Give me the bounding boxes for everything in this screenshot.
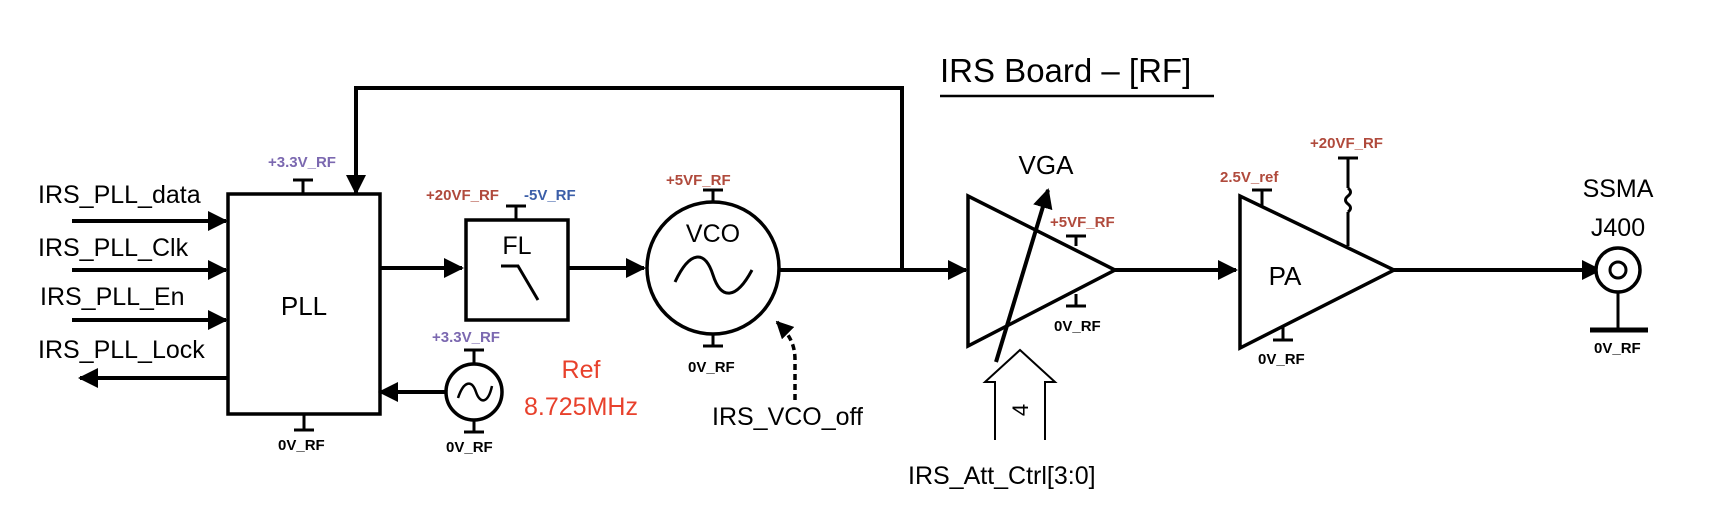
pa-label: PA bbox=[1269, 261, 1302, 291]
pa-gnd-label: 0V_RF bbox=[1258, 351, 1305, 368]
att-ctrl-bus-arrow bbox=[982, 348, 1058, 440]
pa-block bbox=[1238, 193, 1398, 351]
output-label-lock: IRS_PLL_Lock bbox=[38, 336, 205, 364]
vga-supply-label: +5VF_RF bbox=[1050, 214, 1115, 231]
pll-supply-label: +3.3V_RF bbox=[268, 154, 336, 171]
lowpass-icon bbox=[501, 264, 540, 301]
pll-gnd-label: 0V_RF bbox=[278, 437, 325, 454]
diagram-title: IRS Board – [RF] bbox=[940, 52, 1191, 89]
input-label-data: IRS_PLL_data bbox=[38, 181, 201, 209]
variable-gain-arrow bbox=[994, 188, 1053, 363]
input-label-en: IRS_PLL_En bbox=[40, 283, 185, 311]
ref-gnd-label: 0V_RF bbox=[446, 439, 493, 456]
ref-sine-icon bbox=[456, 382, 494, 402]
ref-frequency-label: 8.725MHz bbox=[524, 393, 638, 421]
input-label-clk: IRS_PLL_Clk bbox=[38, 234, 189, 262]
filter-label: FL bbox=[502, 232, 531, 260]
pa-ref-label: 2.5V_ref bbox=[1220, 169, 1279, 186]
vco-sine-icon bbox=[673, 255, 754, 295]
ref-label: Ref bbox=[562, 356, 601, 384]
ref-oscillator bbox=[444, 362, 504, 422]
ssma-connector-center bbox=[1608, 260, 1628, 280]
pll-label: PLL bbox=[281, 291, 327, 321]
vco-supply-label: +5VF_RF bbox=[666, 172, 731, 189]
vga-label: VGA bbox=[1019, 150, 1075, 180]
pa-supply-label: +20VF_RF bbox=[1310, 135, 1383, 152]
vco-label: VCO bbox=[686, 220, 740, 248]
feedback-loop bbox=[346, 86, 904, 270]
connector-gnd-label: 0V_RF bbox=[1594, 340, 1641, 357]
vco-off-label: IRS_VCO_off bbox=[712, 403, 863, 431]
vga-gnd-label: 0V_RF bbox=[1054, 318, 1101, 335]
ref-supply-label: +3.3V_RF bbox=[432, 329, 500, 346]
vga-block bbox=[966, 193, 1119, 349]
vco-gnd-label: 0V_RF bbox=[688, 359, 735, 376]
vco-off-control-arrow bbox=[775, 320, 797, 400]
connector-type-label: SSMA bbox=[1583, 175, 1654, 203]
pa-choke-icon bbox=[1344, 186, 1352, 214]
filter-neg-supply-label: -5V_RF bbox=[524, 187, 576, 204]
att-ctrl-label: IRS_Att_Ctrl[3:0] bbox=[908, 462, 1096, 490]
att-bus-width: 4 bbox=[1008, 404, 1033, 416]
connector-ref-label: J400 bbox=[1591, 214, 1645, 242]
pll-block bbox=[226, 192, 382, 416]
filter-pos-supply-label: +20VF_RF bbox=[426, 187, 499, 204]
